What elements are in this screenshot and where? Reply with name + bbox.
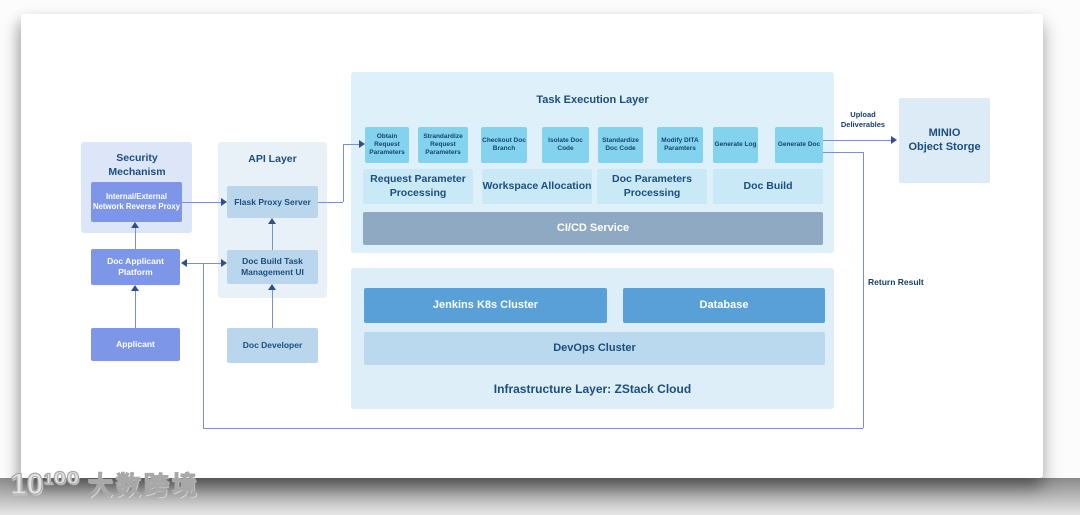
bottom-shadow-band bbox=[0, 478, 1080, 515]
task-modify-dita-paramters: Modify DITA Paramters bbox=[657, 127, 703, 163]
minio-object-storage-node: MINIO Object Storge bbox=[899, 98, 990, 183]
arrowhead-applicant-to-platform bbox=[131, 285, 139, 291]
task-generate-doc: Generate Doc bbox=[775, 127, 823, 163]
group-doc-build: Doc Build bbox=[713, 169, 823, 204]
arrowhead-developer-to-build-ui bbox=[268, 284, 276, 290]
edge-proxy-to-flask bbox=[182, 202, 222, 203]
watermark-text: 大数跨境 bbox=[87, 471, 200, 500]
task-checkout-doc-branch: Checkout Doc Branch bbox=[481, 127, 527, 163]
edge-return-result-seg2 bbox=[863, 152, 864, 428]
task-standardize-doc-code: Standardize Doc Code bbox=[598, 127, 643, 163]
task-isolate-doc-code: Isolate Doc Code bbox=[542, 127, 589, 163]
jenkins-k8s-cluster-node: Jenkins K8s Cluster bbox=[364, 288, 607, 323]
doc-applicant-platform-node: Doc Applicant Platform bbox=[91, 249, 180, 285]
arrowhead-build-ui-to-flask bbox=[268, 218, 276, 224]
edge-return-bidirectional bbox=[187, 263, 222, 264]
doc-developer-node: Doc Developer bbox=[227, 328, 318, 363]
watermark: 10¹⁰⁰ 大数跨境 bbox=[9, 466, 200, 502]
group-workspace-allocation: Workspace Allocation bbox=[482, 169, 592, 204]
internal-external-reverse-proxy-node: Internal/External Network Reverse Proxy bbox=[91, 182, 182, 222]
edge-return-result-seg3 bbox=[203, 428, 863, 429]
arrowhead-platform-to-proxy bbox=[131, 222, 139, 228]
edge-flask-to-task-seg2 bbox=[343, 144, 344, 202]
edge-generate-doc-to-minio bbox=[823, 140, 892, 141]
edge-flask-to-task-seg1 bbox=[318, 202, 343, 203]
group-doc-parameters-processing: Doc Parameters Processing bbox=[597, 169, 707, 204]
task-obtain-request-parameters: Obtain Request Parameters bbox=[365, 127, 409, 163]
edge-flask-to-task-seg3 bbox=[343, 144, 360, 145]
infrastructure-layer-title: Infrastructure Layer: ZStack Cloud bbox=[493, 382, 692, 396]
arrowhead-generate-doc-to-minio bbox=[891, 136, 897, 144]
return-result-label: Return Result bbox=[868, 277, 924, 287]
group-request-parameter-processing: Request Parameter Processing bbox=[363, 169, 473, 204]
task-standardize-request-parameters: Strandardize Request Parameters bbox=[418, 127, 468, 163]
api-layer-title: API Layer bbox=[248, 153, 297, 165]
watermark-logo-icon: 10¹⁰⁰ bbox=[9, 467, 80, 501]
edge-return-result-seg1 bbox=[823, 152, 863, 153]
arrowhead-flask-to-task bbox=[359, 140, 365, 148]
edge-platform-to-proxy bbox=[135, 227, 136, 249]
flask-proxy-server-node: Flask Proxy Server bbox=[227, 186, 318, 218]
arrowhead-return-to-build-ui bbox=[221, 259, 227, 267]
arrowhead-proxy-to-flask bbox=[221, 198, 227, 206]
upload-deliverables-label: Upload Deliverables bbox=[840, 110, 886, 129]
database-node: Database bbox=[623, 288, 825, 323]
edge-applicant-to-platform bbox=[135, 290, 136, 328]
task-execution-layer-title: Task Execution Layer bbox=[536, 94, 649, 106]
applicant-node: Applicant bbox=[91, 328, 180, 361]
doc-build-task-management-ui-node: Doc Build Task Management UI bbox=[227, 250, 318, 284]
cicd-service-bar: CI/CD Service bbox=[363, 212, 823, 245]
edge-developer-to-build-ui bbox=[272, 289, 273, 328]
arrowhead-return-to-platform bbox=[181, 259, 187, 267]
security-mechanism-title: Security Mechanism bbox=[108, 152, 166, 178]
edge-return-result-seg4 bbox=[203, 263, 204, 428]
devops-cluster-node: DevOps Cluster bbox=[364, 332, 825, 365]
task-generate-log: Generate Log bbox=[713, 127, 758, 163]
edge-build-ui-to-flask bbox=[272, 223, 273, 250]
